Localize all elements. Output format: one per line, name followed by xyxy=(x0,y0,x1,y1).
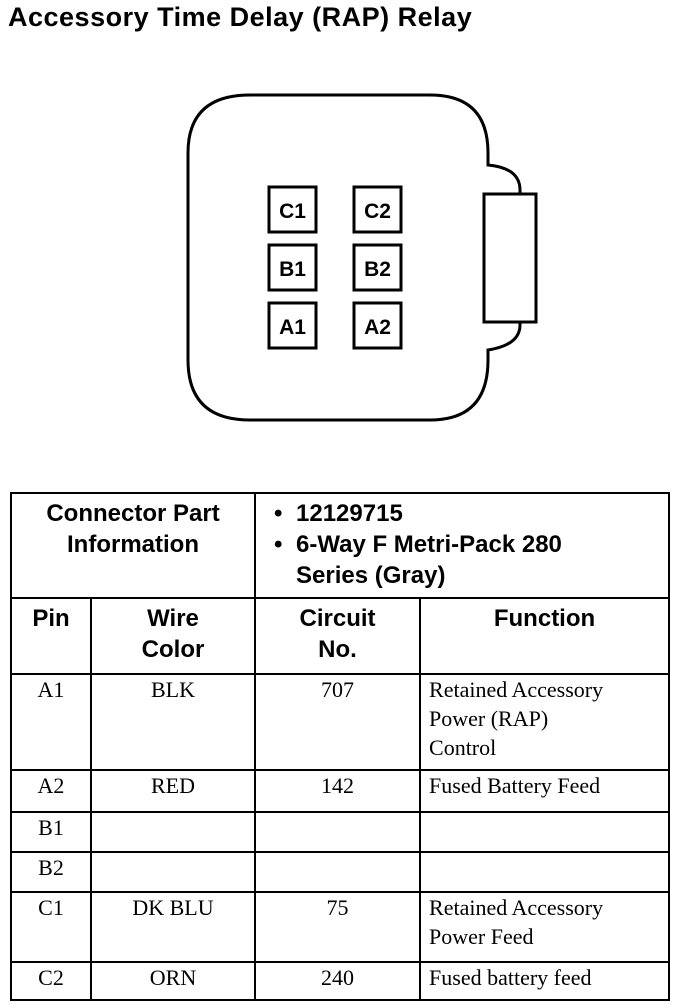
header-text: Color xyxy=(141,636,205,663)
header-text: Function xyxy=(493,605,596,632)
function-line: Control xyxy=(429,735,497,760)
pin-label: C1 xyxy=(279,200,306,223)
function-line: Retained Accessory xyxy=(429,677,604,702)
header-row: Pin Wire Color Circuit No. Function xyxy=(10,597,671,675)
table-row: B2 xyxy=(10,851,671,893)
function-cell xyxy=(419,851,671,893)
part-description-text: 6-Way F Metri-Pack 280 xyxy=(296,531,562,558)
pin-label: A2 xyxy=(364,316,391,339)
table-row: B1 xyxy=(10,811,671,853)
pin-cavity: B1 xyxy=(267,243,318,292)
connector-latch xyxy=(482,192,538,324)
circuit-cell: 707 xyxy=(254,673,422,771)
wire-color-cell: RED xyxy=(89,769,257,813)
circuit-cell xyxy=(254,851,422,893)
pin-cavity: C1 xyxy=(267,185,318,234)
connector-table: Connector Part Information • 12129715 • 6-… xyxy=(9,492,671,1001)
circuit-cell: 240 xyxy=(254,961,422,1001)
pin-cavity: C2 xyxy=(352,185,403,234)
function-cell: Fused Battery Feed xyxy=(419,769,671,813)
pin-cell: B2 xyxy=(10,851,92,893)
pin-label: B1 xyxy=(279,258,306,281)
header-pin: Pin xyxy=(10,597,92,675)
pin-cavity: A1 xyxy=(267,301,318,350)
wire-color-cell: BLK xyxy=(89,673,257,771)
part-series: Series (Gray) xyxy=(296,560,662,591)
table-row: C2 ORN 240 Fused battery feed xyxy=(10,961,671,1001)
function-cell: Retained Accessory Power (RAP) Control xyxy=(419,673,671,771)
part-info-values: • 12129715 • 6-Way F Metri-Pack 280 Series… xyxy=(254,492,671,599)
header-text: Wire xyxy=(147,605,199,632)
pin-cell: B1 xyxy=(10,811,92,853)
wire-color-cell: ORN xyxy=(89,961,257,1001)
part-number-text: 12129715 xyxy=(296,500,403,527)
header-text: Circuit xyxy=(299,605,376,632)
part-info-label-line: Connector Part xyxy=(46,500,220,527)
header-circuit: Circuit No. xyxy=(254,597,422,675)
function-line: Power Feed xyxy=(429,924,534,949)
part-description: • 6-Way F Metri-Pack 280 xyxy=(274,529,662,560)
pin-cell: A2 xyxy=(10,769,92,813)
wire-color-cell xyxy=(89,851,257,893)
part-info-label-line: Information xyxy=(67,531,199,558)
pin-label: B2 xyxy=(364,258,391,281)
bullet-icon: • xyxy=(274,531,283,558)
pin-label: C2 xyxy=(364,200,391,223)
table-row: C1 DK BLU 75 Retained Accessory Power Fe… xyxy=(10,891,671,963)
function-line: Retained Accessory xyxy=(429,895,604,920)
wire-color-cell: DK BLU xyxy=(89,891,257,963)
header-wire-color: Wire Color xyxy=(89,597,257,675)
connector-body xyxy=(186,93,522,422)
table-row: A1 BLK 707 Retained Accessory Power (RAP… xyxy=(10,673,671,771)
pin-cavity: B2 xyxy=(352,243,403,292)
part-info-row: Connector Part Information • 12129715 • 6-… xyxy=(9,492,671,599)
pin-cell: C1 xyxy=(10,891,92,963)
circuit-cell: 142 xyxy=(254,769,422,813)
header-text: No. xyxy=(318,636,357,663)
pin-label: A1 xyxy=(279,316,306,339)
header-text: Pin xyxy=(32,605,70,632)
function-cell: Retained Accessory Power Feed xyxy=(419,891,671,963)
connector-diagram: C1 C2 B1 B2 A1 A2 xyxy=(186,93,538,422)
function-cell: Fused battery feed xyxy=(419,961,671,1001)
part-series-text: Series (Gray) xyxy=(296,562,446,589)
pin-cell: C2 xyxy=(10,961,92,1001)
function-line: Power (RAP) xyxy=(429,706,549,731)
header-function: Function xyxy=(419,597,671,675)
function-cell xyxy=(419,811,671,853)
wire-color-cell xyxy=(89,811,257,853)
pin-cell: A1 xyxy=(10,673,92,771)
part-number: • 12129715 xyxy=(274,498,662,529)
part-info-label: Connector Part Information xyxy=(9,492,257,599)
circuit-cell: 75 xyxy=(254,891,422,963)
pin-cavity: A2 xyxy=(352,301,403,350)
circuit-cell xyxy=(254,811,422,853)
page-title: Accessory Time Delay (RAP) Relay xyxy=(8,2,473,32)
bullet-icon: • xyxy=(274,500,283,527)
table-row: A2 RED 142 Fused Battery Feed xyxy=(10,769,671,813)
